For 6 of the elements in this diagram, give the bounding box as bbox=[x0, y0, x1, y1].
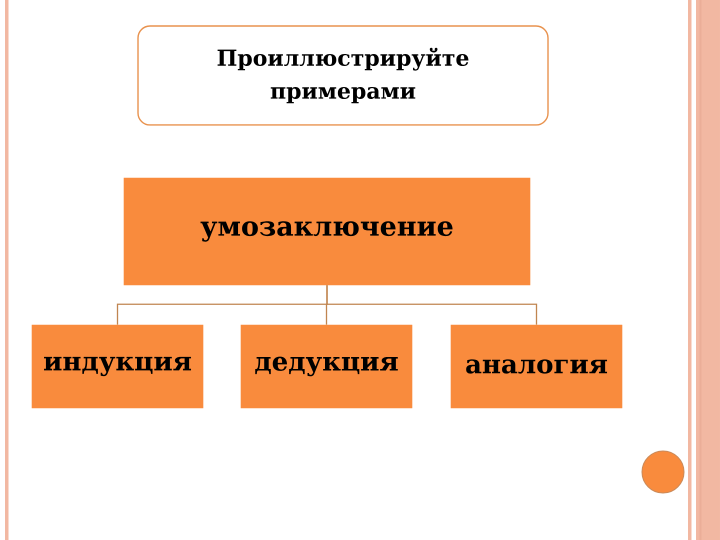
connector-line bbox=[326, 285, 538, 325]
concept-box: индукция bbox=[32, 324, 204, 408]
concept-box: умозаключение bbox=[124, 178, 530, 286]
concept-box: дедукция bbox=[240, 324, 412, 408]
concept-box: аналогия bbox=[450, 324, 622, 408]
rounded-text-box: Проиллюстрируйте примерами bbox=[137, 25, 549, 126]
